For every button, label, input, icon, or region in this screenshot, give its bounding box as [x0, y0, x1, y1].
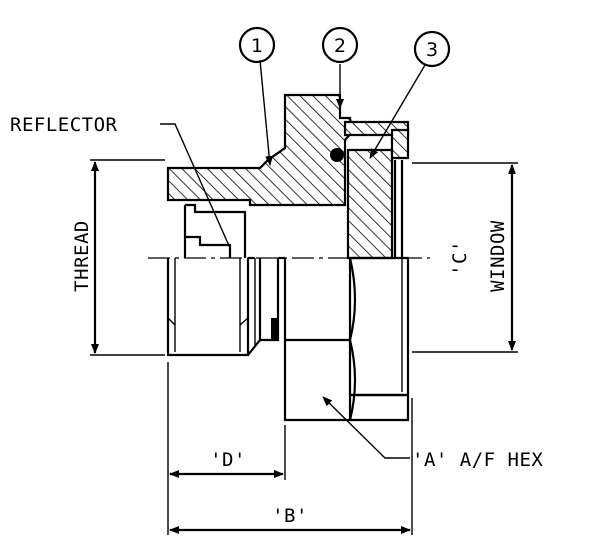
o-ring	[330, 148, 344, 162]
balloon-3-number: 3	[426, 39, 438, 61]
reflector-label: REFLECTOR	[10, 114, 118, 136]
window-c-label: 'C'	[449, 240, 471, 276]
window-dimension	[412, 162, 518, 353]
window-label: WINDOW	[487, 220, 509, 292]
hex-label: 'A' A/F HEX	[412, 449, 543, 471]
balloon-3: 3	[413, 30, 451, 68]
body-exterior	[166, 256, 410, 422]
reflector-outline	[183, 203, 247, 258]
b-dimension-label: 'B'	[272, 505, 308, 527]
d-dimension	[167, 362, 286, 535]
balloon-1-number: 1	[251, 35, 263, 57]
leaders	[160, 59, 426, 459]
thread-dimension	[90, 159, 165, 356]
balloon-2-number: 2	[334, 35, 346, 57]
thread-label: THREAD	[71, 220, 93, 292]
balloon-2: 2	[321, 26, 359, 64]
body-section	[166, 93, 410, 207]
b-dimension	[169, 398, 413, 535]
window-lens-section	[346, 128, 410, 260]
d-dimension-label: 'D'	[210, 449, 246, 471]
balloon-1: 1	[238, 26, 276, 64]
